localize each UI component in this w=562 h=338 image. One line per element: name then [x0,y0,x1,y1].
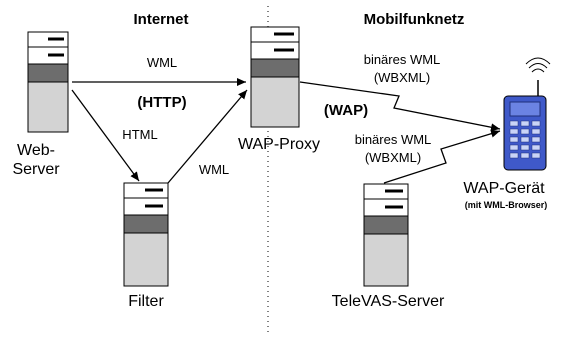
televas-to-device-label-line1: binäres WML [354,132,432,147]
wap-proxy-icon [250,26,300,128]
filter-server-icon [123,182,169,287]
televas-server-label: TeleVAS-Server [331,293,445,310]
internet-heading: Internet [133,11,189,28]
proxy-to-device-label-line2: (WBXML) [373,70,431,85]
televas-server-icon [363,183,409,287]
televas-to-device-label-line2: (WBXML) [364,150,422,165]
wap-device-label: WAP-Gerät [463,180,545,197]
proxy-to-device-label-line1: binäres WML [363,52,441,67]
wap-device-sublabel: (mit WML-Browser) [464,200,548,210]
http-label: (HTTP) [137,94,187,111]
wap-device-icon [503,57,551,171]
filter-to-proxy-arrow [167,89,248,184]
web-server-label-line1: Web- [17,142,55,159]
web-server-icon [27,31,69,133]
wap-label: (WAP) [323,102,369,119]
televas-to-device-link [383,129,501,184]
filter-label: Filter [128,293,164,310]
web-to-proxy-label: WML [146,55,178,70]
mobilfunknetz-heading: Mobilfunknetz [363,11,465,28]
web-to-filter-arrow [71,89,140,182]
web-server-label-line2: Server [12,161,60,178]
filter-to-proxy-label: WML [198,162,230,177]
wap-proxy-label: WAP-Proxy [237,136,321,153]
proxy-to-device-link [299,81,501,132]
web-to-filter-label: HTML [122,127,158,142]
